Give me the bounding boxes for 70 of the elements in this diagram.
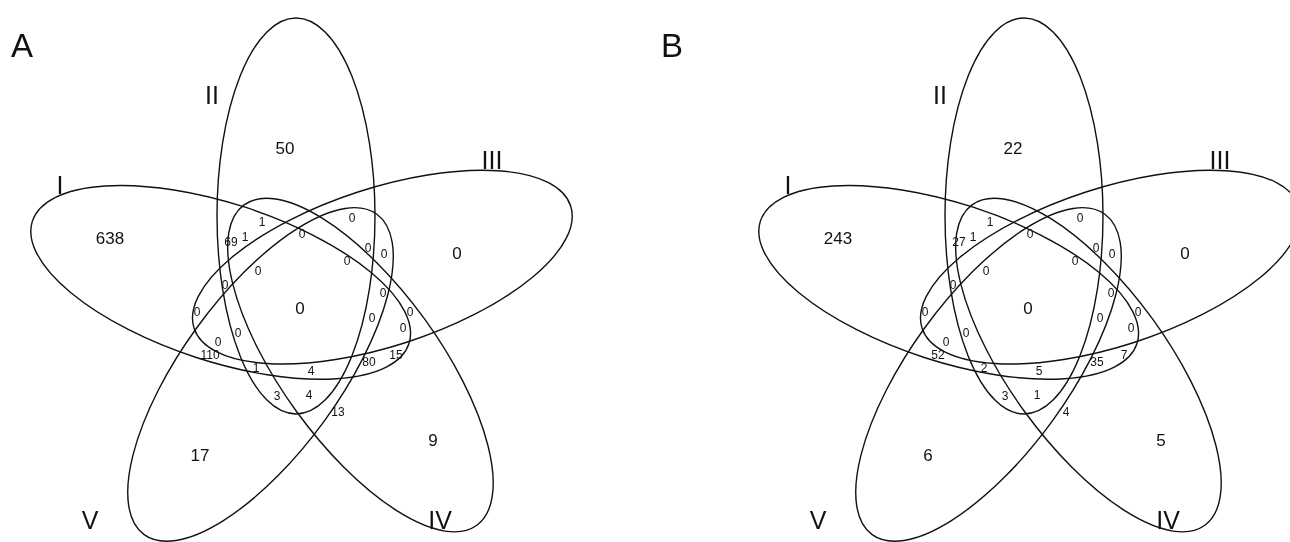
- region-count: 4: [305, 389, 313, 401]
- region-count: 22: [1003, 139, 1023, 157]
- region-count: 0: [1092, 242, 1100, 254]
- region-count: 0: [364, 242, 372, 254]
- region-count: 0: [221, 279, 229, 291]
- panel-letter: A: [11, 28, 33, 62]
- region-count: 243: [823, 229, 853, 247]
- region-count: 0: [982, 265, 990, 277]
- region-count: 35: [1090, 356, 1104, 368]
- region-count: 0: [1096, 312, 1104, 324]
- region-count: 1: [1033, 389, 1041, 401]
- region-count: 0: [1023, 299, 1033, 317]
- region-count: 0: [1134, 306, 1142, 318]
- region-count: 0: [1127, 322, 1135, 334]
- region-count: 0: [921, 306, 929, 318]
- region-count: 0: [452, 244, 462, 262]
- set-label: III: [1209, 147, 1231, 173]
- region-count: 9: [428, 431, 438, 449]
- set-label: IV: [1156, 507, 1180, 533]
- region-count: 0: [1071, 255, 1079, 267]
- region-count: 0: [1180, 244, 1190, 262]
- region-count: 3: [273, 390, 281, 402]
- region-count: 638: [95, 229, 125, 247]
- region-count: 0: [1107, 287, 1115, 299]
- set-label: IV: [428, 507, 452, 533]
- region-count: 3: [1001, 390, 1009, 402]
- region-count: 0: [214, 336, 222, 348]
- region-count: 0: [399, 322, 407, 334]
- region-count: 15: [389, 349, 403, 361]
- region-count: 5: [1156, 431, 1166, 449]
- set-label: V: [81, 507, 99, 533]
- set-label: V: [809, 507, 827, 533]
- set-label: I: [56, 172, 64, 198]
- region-count: 1: [258, 216, 266, 228]
- region-count: 50: [275, 139, 295, 157]
- region-count: 0: [295, 299, 305, 317]
- set-label: II: [205, 82, 219, 108]
- region-count: 52: [931, 349, 945, 361]
- region-count: 6: [923, 446, 933, 464]
- region-count: 1: [241, 231, 249, 243]
- region-count: 0: [368, 312, 376, 324]
- region-count: 1: [986, 216, 994, 228]
- region-count: 7: [1120, 349, 1128, 361]
- region-count: 80: [362, 356, 376, 368]
- panel-letter: B: [661, 28, 683, 62]
- region-count: 0: [343, 255, 351, 267]
- region-count: 4: [1062, 406, 1070, 418]
- region-count: 0: [193, 306, 201, 318]
- set-label: II: [933, 82, 947, 108]
- region-count: 0: [1076, 212, 1084, 224]
- region-count: 0: [379, 287, 387, 299]
- region-count: 5: [1035, 365, 1043, 377]
- region-count: 4: [307, 365, 315, 377]
- region-count: 0: [380, 248, 388, 260]
- set-label: III: [481, 147, 503, 173]
- region-count: 0: [348, 212, 356, 224]
- region-count: 0: [406, 306, 414, 318]
- region-count: 0: [942, 336, 950, 348]
- set-label: I: [784, 172, 792, 198]
- region-count: 13: [331, 406, 345, 418]
- region-count: 0: [254, 265, 262, 277]
- region-count: 110: [200, 349, 220, 361]
- region-count: 0: [234, 327, 242, 339]
- region-count: 0: [949, 279, 957, 291]
- region-count: 1: [252, 362, 260, 374]
- region-count: 0: [1108, 248, 1116, 260]
- region-count: 1: [969, 231, 977, 243]
- region-count: 17: [190, 446, 210, 464]
- region-count: 0: [962, 327, 970, 339]
- region-count: 2: [980, 362, 988, 374]
